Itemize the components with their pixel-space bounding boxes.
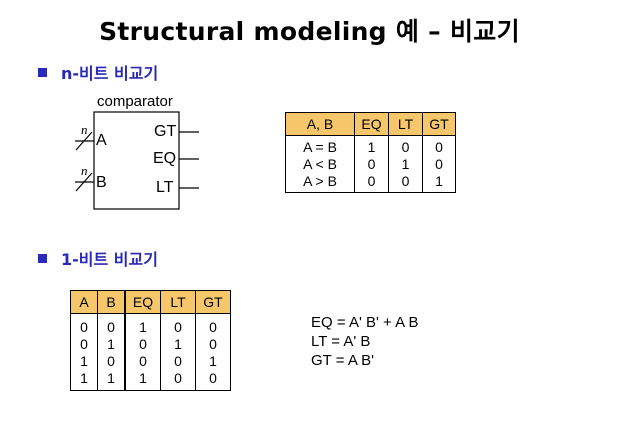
input-a-label: A — [96, 132, 107, 149]
table-header: A, B — [285, 112, 355, 136]
input-b-label: B — [96, 174, 107, 191]
bus-width-b: n — [81, 163, 88, 178]
section-heading-text: n-비트 비교기 — [61, 64, 159, 83]
table-row: 0 0 1 0 0 — [70, 313, 231, 336]
table-header: A — [70, 290, 98, 314]
equation-gt: GT = A B' — [311, 352, 375, 369]
table-header: LT — [388, 112, 423, 136]
output-lt-label: LT — [156, 179, 174, 196]
boolean-equations: EQ = A' B' + A B LT = A' B GT = A B' — [311, 313, 418, 370]
bullet-square-icon — [38, 253, 47, 263]
table-row: A < B 0 1 0 — [285, 156, 456, 173]
table-row: A = B 1 0 0 — [285, 135, 456, 156]
bus-slash-a — [75, 131, 93, 151]
table-row: 1 0 0 0 1 — [70, 353, 231, 370]
table-header: LT — [160, 290, 196, 314]
table-header: EQ — [354, 112, 389, 136]
comparator-box — [93, 111, 180, 210]
section-heading-n-bit: n-비트 비교기 — [38, 60, 158, 84]
table-header: B — [97, 290, 126, 314]
comparator-label: comparator — [97, 93, 173, 110]
table-row: 0 1 0 1 0 — [70, 336, 231, 353]
table-row: A > B 0 0 1 — [285, 173, 456, 193]
page-title: Structural modeling 예 – 비교기 — [99, 17, 520, 46]
bus-slash-b — [75, 172, 93, 192]
bullet-square-icon — [38, 67, 47, 77]
section-heading-text: 1-비트 비교기 — [61, 250, 158, 269]
output-eq-label: EQ — [153, 150, 177, 167]
equation-lt: LT = A' B — [311, 333, 371, 350]
table-header: EQ — [124, 290, 161, 314]
section-heading-1-bit: 1-비트 비교기 — [38, 246, 158, 270]
table-header: GT — [422, 112, 456, 136]
table-header: GT — [195, 290, 231, 314]
bus-width-a: n — [81, 122, 88, 137]
1-bit-truth-table: A B EQ LT GT 0 0 1 0 0 0 1 0 1 0 1 0 0 0… — [70, 290, 231, 391]
output-gt-label: GT — [154, 123, 177, 140]
n-bit-truth-table: A, B EQ LT GT A = B 1 0 0 A < B 0 1 0 A … — [285, 112, 456, 193]
table-row: 1 1 1 0 0 — [70, 370, 231, 391]
equation-eq: EQ = A' B' + A B — [311, 314, 419, 331]
